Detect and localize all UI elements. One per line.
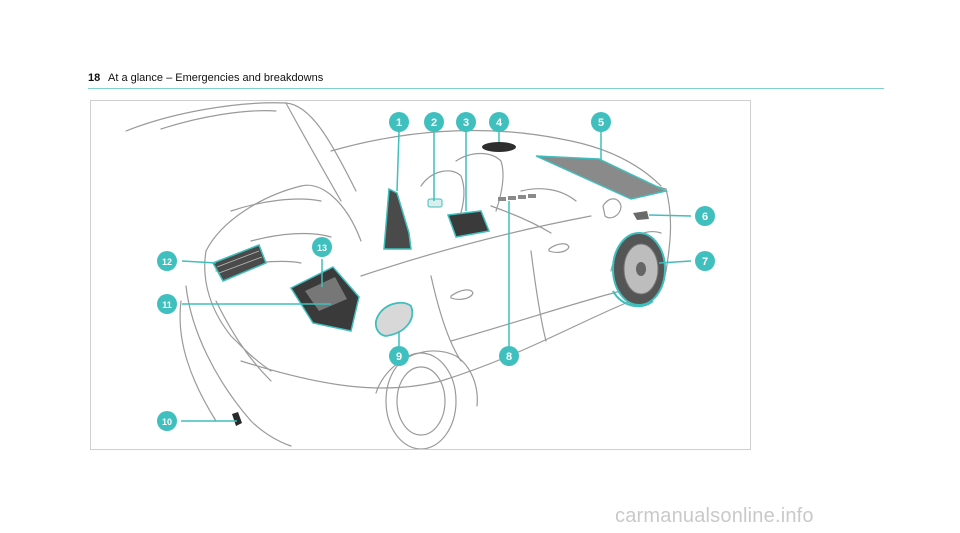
svg-text:6: 6 [702, 211, 708, 223]
fuel-flap-highlight [374, 301, 414, 337]
headlamp-highlight [633, 211, 649, 220]
callout-13: 13 [312, 237, 332, 257]
section-title: At a glance – Emergencies and breakdowns [108, 72, 324, 84]
car-outline [125, 102, 672, 449]
svg-text:8: 8 [506, 351, 512, 363]
page-number: 18 [88, 72, 101, 84]
callout-9: 9 [389, 346, 409, 366]
svg-text:9: 9 [396, 351, 402, 363]
header-divider [88, 88, 884, 89]
svg-text:12: 12 [162, 257, 172, 267]
callout-1: 1 [389, 112, 409, 132]
svg-text:11: 11 [162, 300, 172, 310]
svg-text:13: 13 [317, 243, 327, 253]
a-pillar-highlight [383, 187, 412, 250]
svg-text:2: 2 [431, 117, 437, 129]
callout-badges: 1 2 3 4 5 6 7 8 9 10 11 12 13 [157, 112, 715, 431]
svg-text:4: 4 [496, 117, 503, 129]
tow-eye-highlight [232, 412, 242, 426]
vehicle-drawing: 1 2 3 4 5 6 7 8 9 10 11 12 13 [125, 102, 715, 449]
callout-12: 12 [157, 251, 177, 271]
front-wheel [612, 232, 666, 306]
svg-text:1: 1 [396, 117, 402, 129]
highlighted-components [211, 142, 669, 426]
callout-7: 7 [695, 251, 715, 271]
callout-4: 4 [489, 112, 509, 132]
callout-3: 3 [456, 112, 476, 132]
callout-8: 8 [499, 346, 519, 366]
tyre-highlight [612, 290, 654, 308]
svg-text:10: 10 [162, 417, 172, 427]
svg-text:3: 3 [463, 117, 469, 129]
callout-6: 6 [695, 206, 715, 226]
switch-highlight [427, 198, 443, 208]
center-console-highlight [446, 210, 491, 238]
watermark: carmanualsonline.info [615, 505, 814, 527]
svg-text:7: 7 [702, 256, 708, 268]
page-header: 18 At a glance – Emergencies and breakdo… [88, 72, 883, 90]
svg-text:5: 5 [598, 117, 604, 129]
callout-2: 2 [424, 112, 444, 132]
callout-5: 5 [591, 112, 611, 132]
overhead-panel-highlight [482, 142, 516, 152]
dashboard-buttons-highlight [498, 194, 536, 201]
cargo-net-highlight [211, 244, 267, 282]
vehicle-illustration: 1 2 3 4 5 6 7 8 9 10 11 12 13 [90, 100, 751, 450]
callout-leader-lines [181, 131, 692, 422]
callout-10: 10 [157, 411, 177, 431]
windscreen-highlight [535, 155, 669, 200]
callout-11: 11 [157, 294, 177, 314]
